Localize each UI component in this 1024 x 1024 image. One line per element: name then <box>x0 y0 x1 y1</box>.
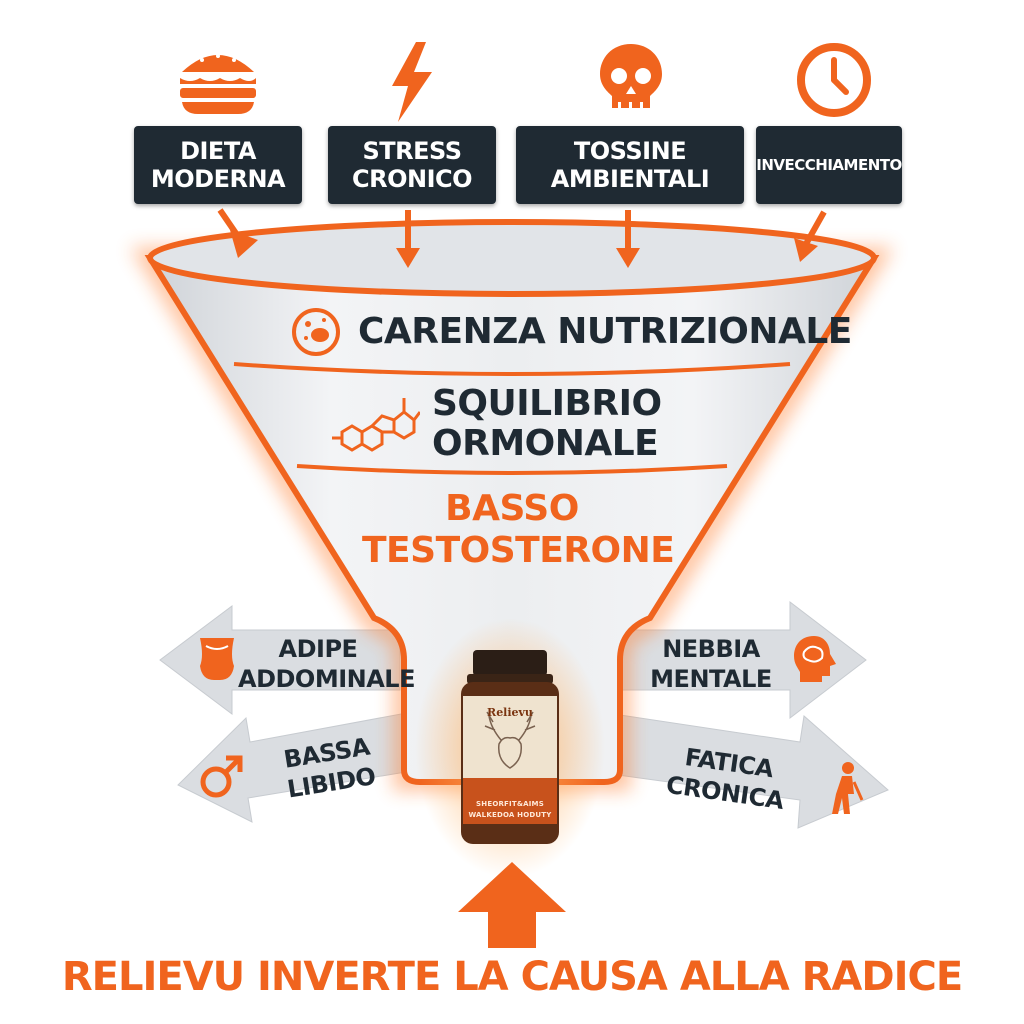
burger-icon <box>180 54 256 114</box>
male-symbol-icon <box>200 755 243 798</box>
product-label-line2: WALKEDOA HODUTY <box>468 811 552 819</box>
clock-icon <box>797 43 871 117</box>
cell-icon <box>292 308 340 356</box>
up-arrow <box>458 862 566 948</box>
cause-invecchiamento: INVECCHIAMENTO <box>756 126 902 204</box>
arrow-left-top <box>159 605 401 715</box>
arrow-left-bottom <box>177 711 419 823</box>
product-bottle <box>461 650 559 844</box>
molecule-icon <box>332 398 420 452</box>
lightning-icon <box>392 42 432 122</box>
skull-icon <box>600 44 662 110</box>
product-brand: Relievu <box>487 706 533 719</box>
product-label-line1: SHEORFIT&AIMS <box>476 800 544 808</box>
layer-carenza-nutrizionale: CARENZA NUTRIZIONALE <box>358 311 852 352</box>
bottom-cta: RELIEVU INVERTE LA CAUSA ALLA RADICE <box>61 954 963 1000</box>
brain-head-icon <box>794 636 836 682</box>
waist-icon <box>200 638 234 680</box>
arrow-right-top <box>611 600 867 720</box>
tired-person-icon <box>832 762 864 814</box>
